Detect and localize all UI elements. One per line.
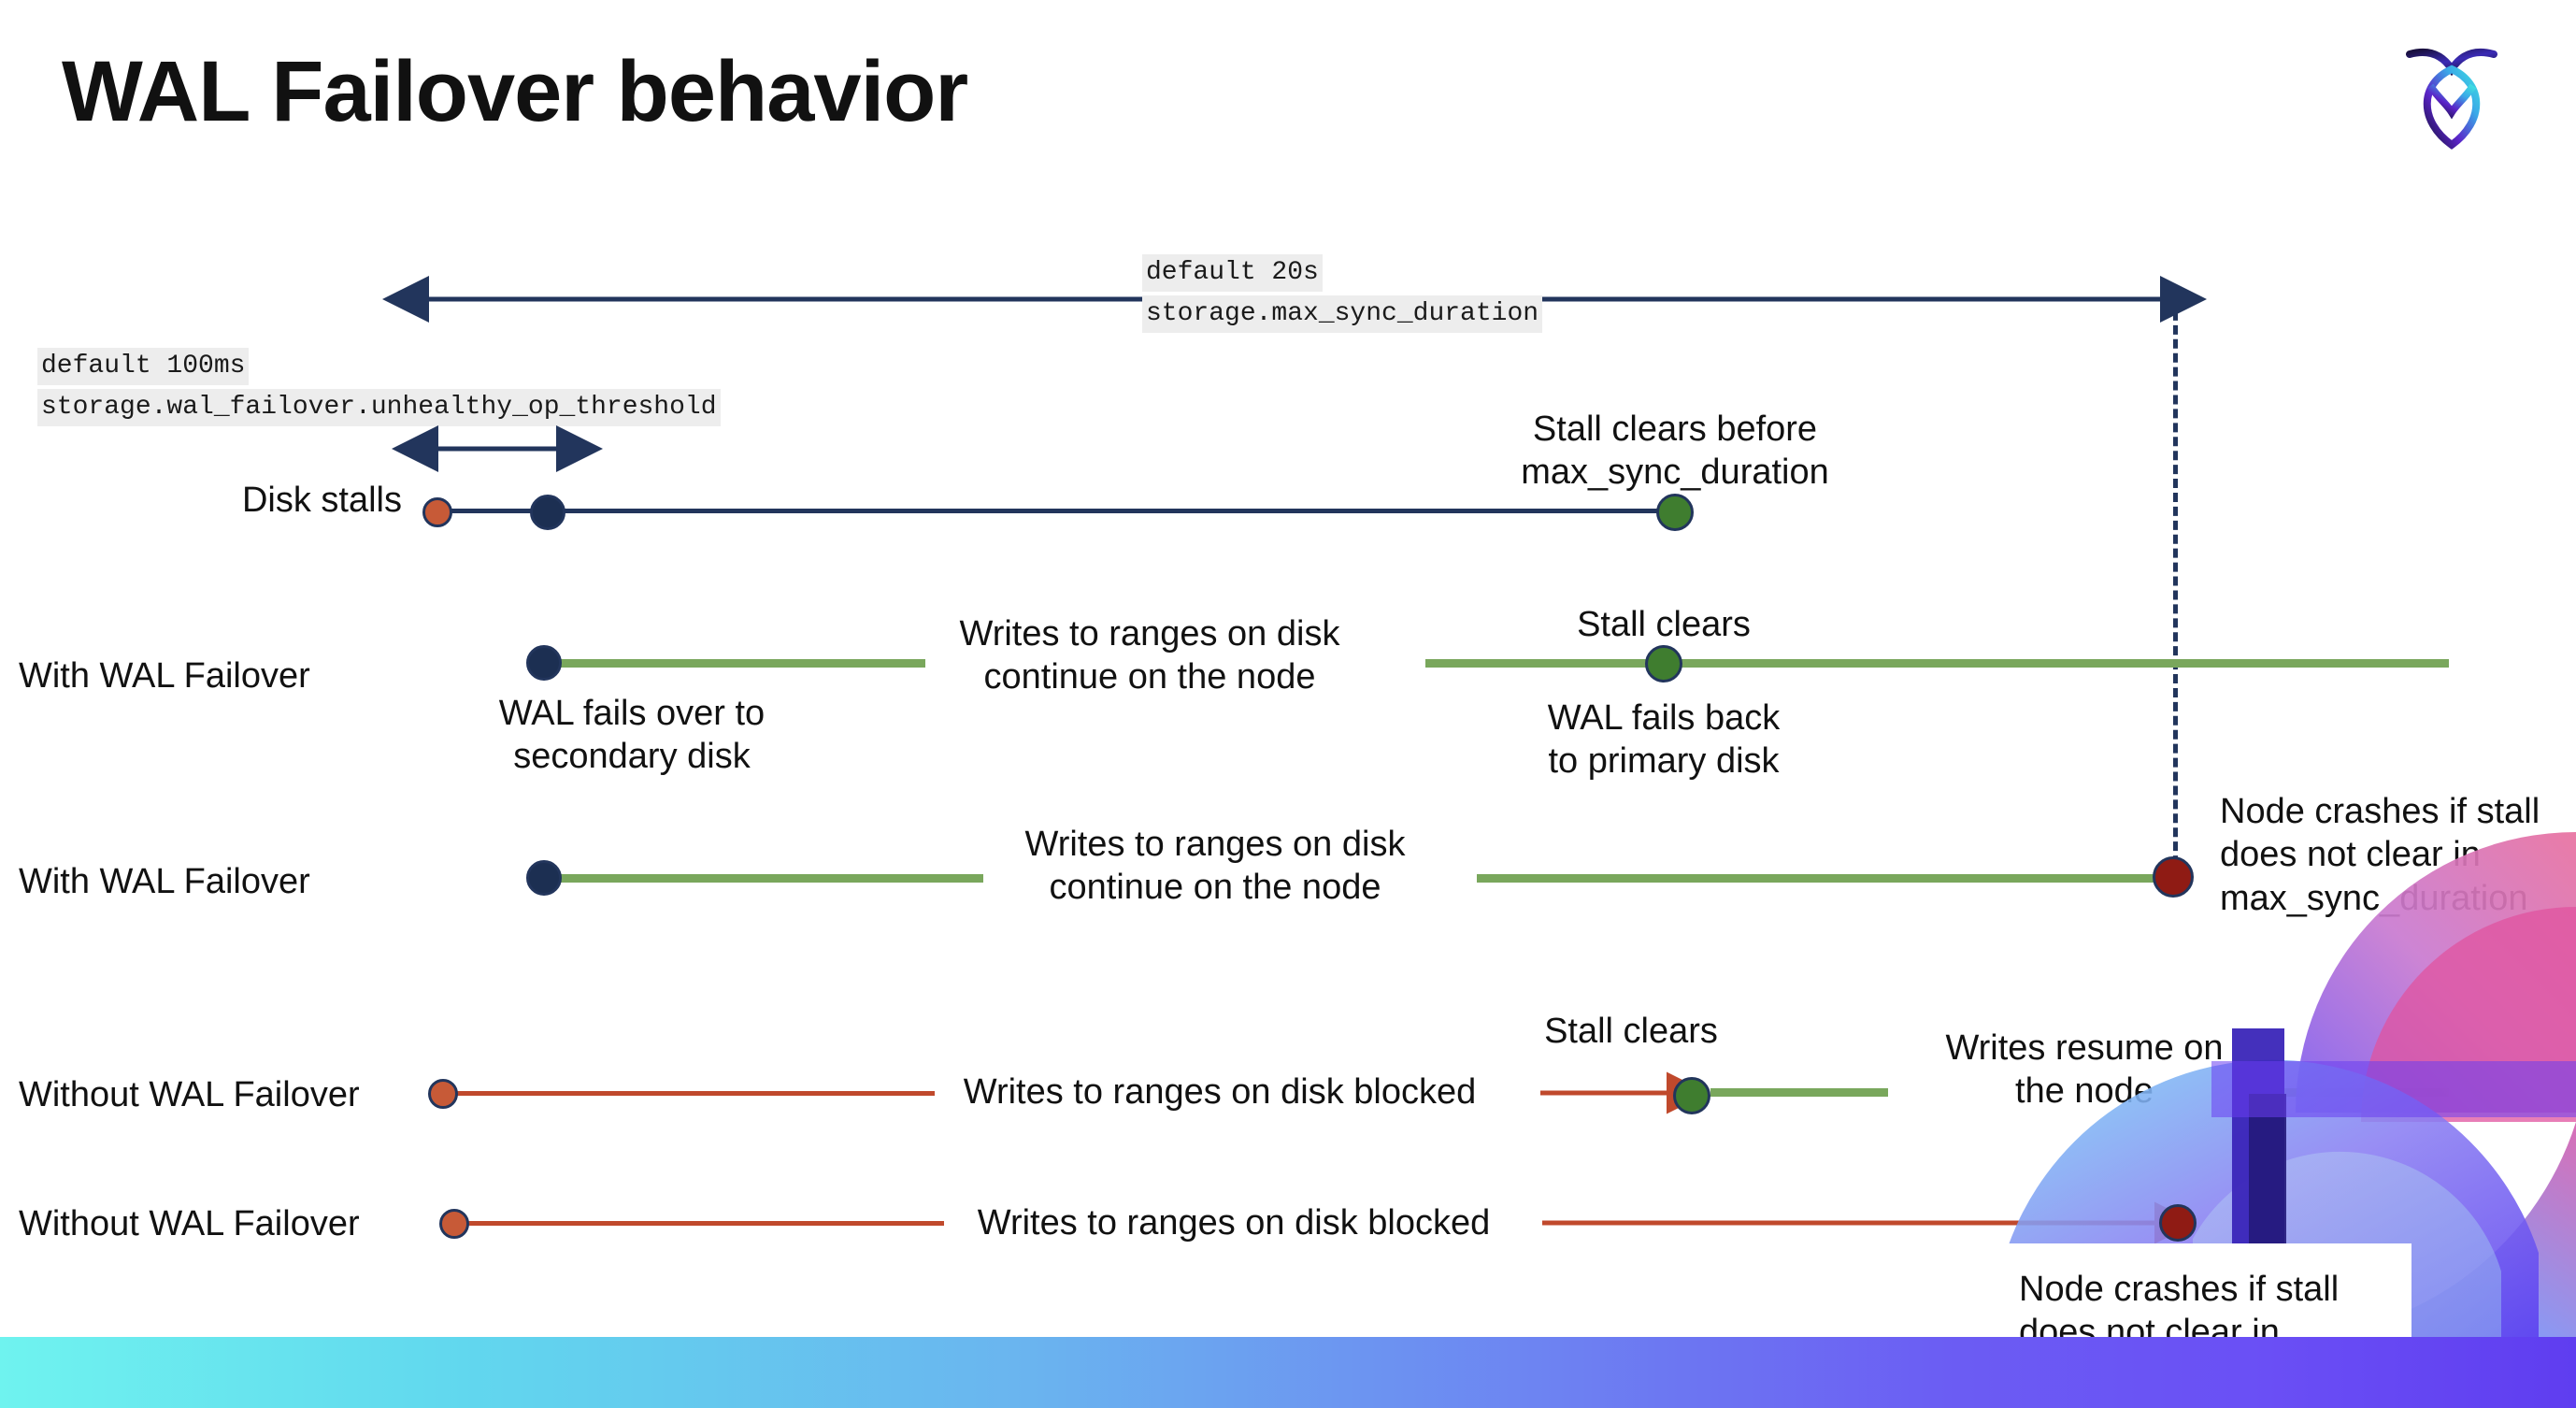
without-wal-2-blocked-line-left [458, 1221, 944, 1226]
unhealthy-op-threshold-default-label: default 100ms [37, 348, 250, 385]
disk-stall-clear-dot [1656, 494, 1694, 531]
note-writes-blocked-2: Writes to ranges on disk blocked [977, 1203, 1491, 1243]
note-node-crashes-1: Node crashes if stall does not clear in … [2220, 792, 2540, 918]
wal-failover-2-timeline-left [535, 874, 983, 883]
without-wal-2-blocked-arrow [1542, 1201, 2197, 1244]
max-sync-duration-setting-label: storage.max_sync_duration [1142, 295, 1543, 333]
row-label-without-wal-failover-2: Without WAL Failover [19, 1204, 360, 1243]
page-title: WAL Failover behavior [62, 44, 968, 139]
disk-stall-start-dot [422, 497, 452, 527]
wal-failover-1-start-dot [526, 645, 562, 681]
without-wal-1-blocked-line-left [449, 1091, 935, 1096]
without-wal-1-resumed-line [1710, 1088, 1888, 1097]
unhealthy-op-threshold-setting-label: storage.wal_failover.unhealthy_op_thresh… [37, 389, 721, 426]
without-wal-1-start-dot [428, 1079, 458, 1109]
row-label-without-wal-failover-1: Without WAL Failover [19, 1075, 360, 1114]
note-writes-blocked-1: Writes to ranges on disk blocked [963, 1072, 1477, 1112]
disk-stalls-timeline [436, 509, 1679, 513]
disk-stall-detected-dot [530, 495, 565, 530]
note-stall-clears-2: Stall clears [1544, 1012, 1718, 1051]
wal-failover-1-clear-dot [1645, 645, 1682, 682]
unhealthy-op-threshold-span-arrow [392, 425, 603, 472]
wal-failover-1-timeline-left [533, 659, 925, 668]
without-wal-1-resumed-line-far [2281, 1088, 2449, 1097]
wal-failover-2-crash-dot [2153, 856, 2194, 898]
note-wal-fails-over-secondary: WAL fails over to secondary disk [498, 694, 766, 777]
note-writes-continue-2: Writes to ranges on disk continue on the… [1024, 825, 1406, 908]
without-wal-2-start-dot [439, 1209, 469, 1239]
max-sync-duration-default-label: default 20s [1142, 254, 1323, 292]
without-wal-2-crash-dot [2159, 1204, 2197, 1242]
wal-failover-2-start-dot [526, 860, 562, 896]
row-label-with-wal-failover-2: With WAL Failover [19, 862, 310, 901]
note-wal-fails-back-primary: WAL fails back to primary disk [1547, 698, 1781, 782]
wal-failover-2-timeline-right [1477, 874, 2168, 883]
row-label-with-wal-failover-1: With WAL Failover [19, 656, 310, 696]
max-sync-duration-dashed-connector [2173, 297, 2178, 879]
bottom-gradient-bar [0, 1337, 2576, 1408]
note-stall-clears-before-max-sync: Stall clears before max_sync_duration [1521, 409, 1829, 493]
without-wal-1-blocked-arrow [1540, 1071, 1709, 1114]
cockroachdb-logo-icon [2382, 28, 2522, 159]
row-label-disk-stalls: Disk stalls [241, 481, 402, 520]
note-writes-resume: Writes resume on the node [1945, 1028, 2224, 1112]
without-wal-1-clear-dot [1673, 1077, 1710, 1114]
note-writes-continue-1: Writes to ranges on disk continue on the… [959, 614, 1340, 697]
note-stall-clears-1: Stall clears [1577, 605, 1751, 644]
wal-failover-1-timeline-right [1425, 659, 2449, 668]
